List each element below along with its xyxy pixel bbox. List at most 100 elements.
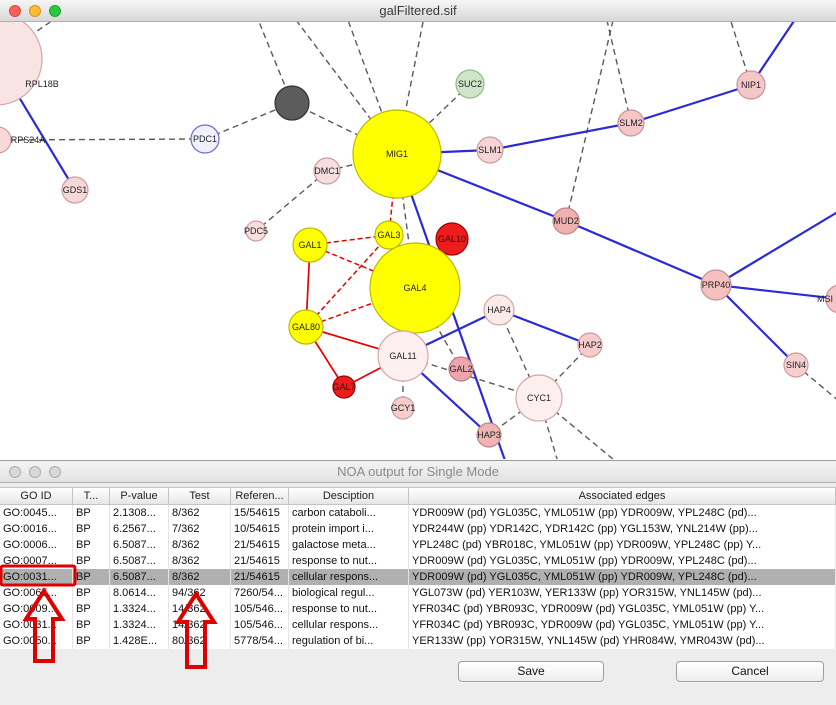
node-GAL4[interactable] (369, 242, 461, 334)
graph-edge[interactable] (750, 22, 800, 86)
node-CYC1[interactable] (515, 374, 563, 422)
cancel-button[interactable]: Cancel (676, 661, 824, 682)
graph-edge[interactable] (0, 138, 206, 141)
table-cell-p_value: 2.1308... (110, 505, 169, 521)
node-MIG1[interactable] (352, 109, 442, 199)
node-GAL11[interactable] (377, 330, 429, 382)
close-button[interactable] (9, 5, 21, 17)
graph-edge[interactable] (345, 22, 398, 155)
node-label: SIN4 (786, 360, 806, 370)
node-GAL3[interactable] (374, 220, 404, 250)
zoom-button[interactable] (49, 5, 61, 17)
node-PDC1[interactable] (190, 124, 220, 154)
column-header-reference[interactable]: Referen... (231, 488, 289, 505)
graph-edge[interactable] (255, 22, 293, 104)
table-cell-type: BP (73, 569, 110, 585)
column-header-type[interactable]: T... (73, 488, 110, 505)
graph-edge[interactable] (204, 102, 293, 140)
close-button[interactable] (9, 466, 21, 478)
table-cell-test: 8/362 (169, 537, 231, 553)
column-header-edges[interactable]: Associated edges (409, 488, 836, 505)
node-MSI[interactable] (825, 284, 836, 314)
table-cell-description: cellular respons... (289, 617, 409, 633)
node-GAL80[interactable] (288, 309, 324, 345)
graph-edge[interactable] (255, 170, 328, 232)
node-MUD2[interactable] (552, 207, 580, 235)
table-cell-edges: YGL073W (pd) YER103W, YER133W (pp) YOR31… (409, 585, 836, 601)
graph-edge[interactable] (305, 234, 390, 328)
node-label: SUC2 (458, 79, 482, 89)
table-cell-test: 94/362 (169, 585, 231, 601)
node-GAL7[interactable] (332, 375, 356, 399)
noa-window-titlebar[interactable]: NOA output for Single Mode (0, 461, 836, 483)
node-PRP40[interactable] (700, 269, 732, 301)
column-header-go_id[interactable]: GO ID (0, 488, 73, 505)
node-label: MUD2 (553, 216, 579, 226)
table-cell-type: BP (73, 601, 110, 617)
graph-edge[interactable] (715, 284, 797, 366)
graph-edge[interactable] (489, 121, 632, 152)
table-cell-type: BP (73, 585, 110, 601)
node-NIP1[interactable] (736, 70, 766, 100)
table-cell-edges: YFR034C (pd) YBR093C, YDR009W (pd) YGL03… (409, 601, 836, 617)
node-DMC1[interactable] (313, 157, 341, 185)
node-label: SLM2 (619, 118, 643, 128)
network-window-titlebar[interactable]: galFiltered.sif (0, 0, 836, 22)
table-cell-go_id: GO:0045... (0, 505, 73, 521)
node-SUC2[interactable] (455, 69, 485, 99)
node-HAP2[interactable] (577, 332, 603, 358)
graph-edge[interactable] (605, 22, 632, 124)
table-cell-reference: 21/54615 (231, 569, 289, 585)
dialog-footer: Save Cancel (0, 649, 836, 705)
node-GDS1[interactable] (61, 176, 89, 204)
table-cell-description: response to nut... (289, 553, 409, 569)
node-DARK[interactable] (274, 85, 310, 121)
table-cell-go_id: GO:0031... (0, 569, 73, 585)
table-cell-p_value: 1.3324... (110, 617, 169, 633)
node-GAL10[interactable] (435, 222, 469, 256)
node-label: MSI (817, 294, 833, 304)
node-GCY1[interactable] (391, 396, 415, 420)
save-button[interactable]: Save (458, 661, 604, 682)
node-SIN4[interactable] (783, 352, 809, 378)
node-SLM2[interactable] (617, 109, 645, 137)
minimize-button[interactable] (29, 5, 41, 17)
node-label: GAL80 (292, 322, 320, 332)
table-cell-test: 7/362 (169, 521, 231, 537)
table-cell-description: carbon cataboli... (289, 505, 409, 521)
column-header-test[interactable]: Test (169, 488, 231, 505)
node-RPL18B[interactable] (0, 22, 43, 106)
graph-edge[interactable] (715, 207, 836, 286)
graph-edge[interactable] (498, 308, 591, 347)
node-HAP4[interactable] (483, 294, 515, 326)
node-GAL2[interactable] (448, 356, 474, 382)
node-SLM1[interactable] (476, 136, 504, 164)
node-RPS24A[interactable] (0, 126, 12, 154)
minimize-button[interactable] (29, 466, 41, 478)
graph-edge[interactable] (715, 283, 836, 300)
graph-edge[interactable] (538, 397, 625, 459)
node-PDC5[interactable] (245, 220, 267, 242)
graph-edge[interactable] (309, 244, 416, 289)
graph-edge[interactable] (565, 22, 615, 222)
graph-edge[interactable] (630, 83, 752, 125)
column-header-p_value[interactable]: P-value (110, 488, 169, 505)
node-label: GAL10 (438, 234, 466, 244)
zoom-button[interactable] (49, 466, 61, 478)
graph-edge[interactable] (565, 219, 717, 287)
node-GAL1[interactable] (292, 227, 328, 263)
column-header-description[interactable]: Desciption (289, 488, 409, 505)
table-cell-test: 80/362 (169, 633, 231, 649)
table-cell-test: 8/362 (169, 569, 231, 585)
node-HAP3[interactable] (476, 422, 502, 448)
